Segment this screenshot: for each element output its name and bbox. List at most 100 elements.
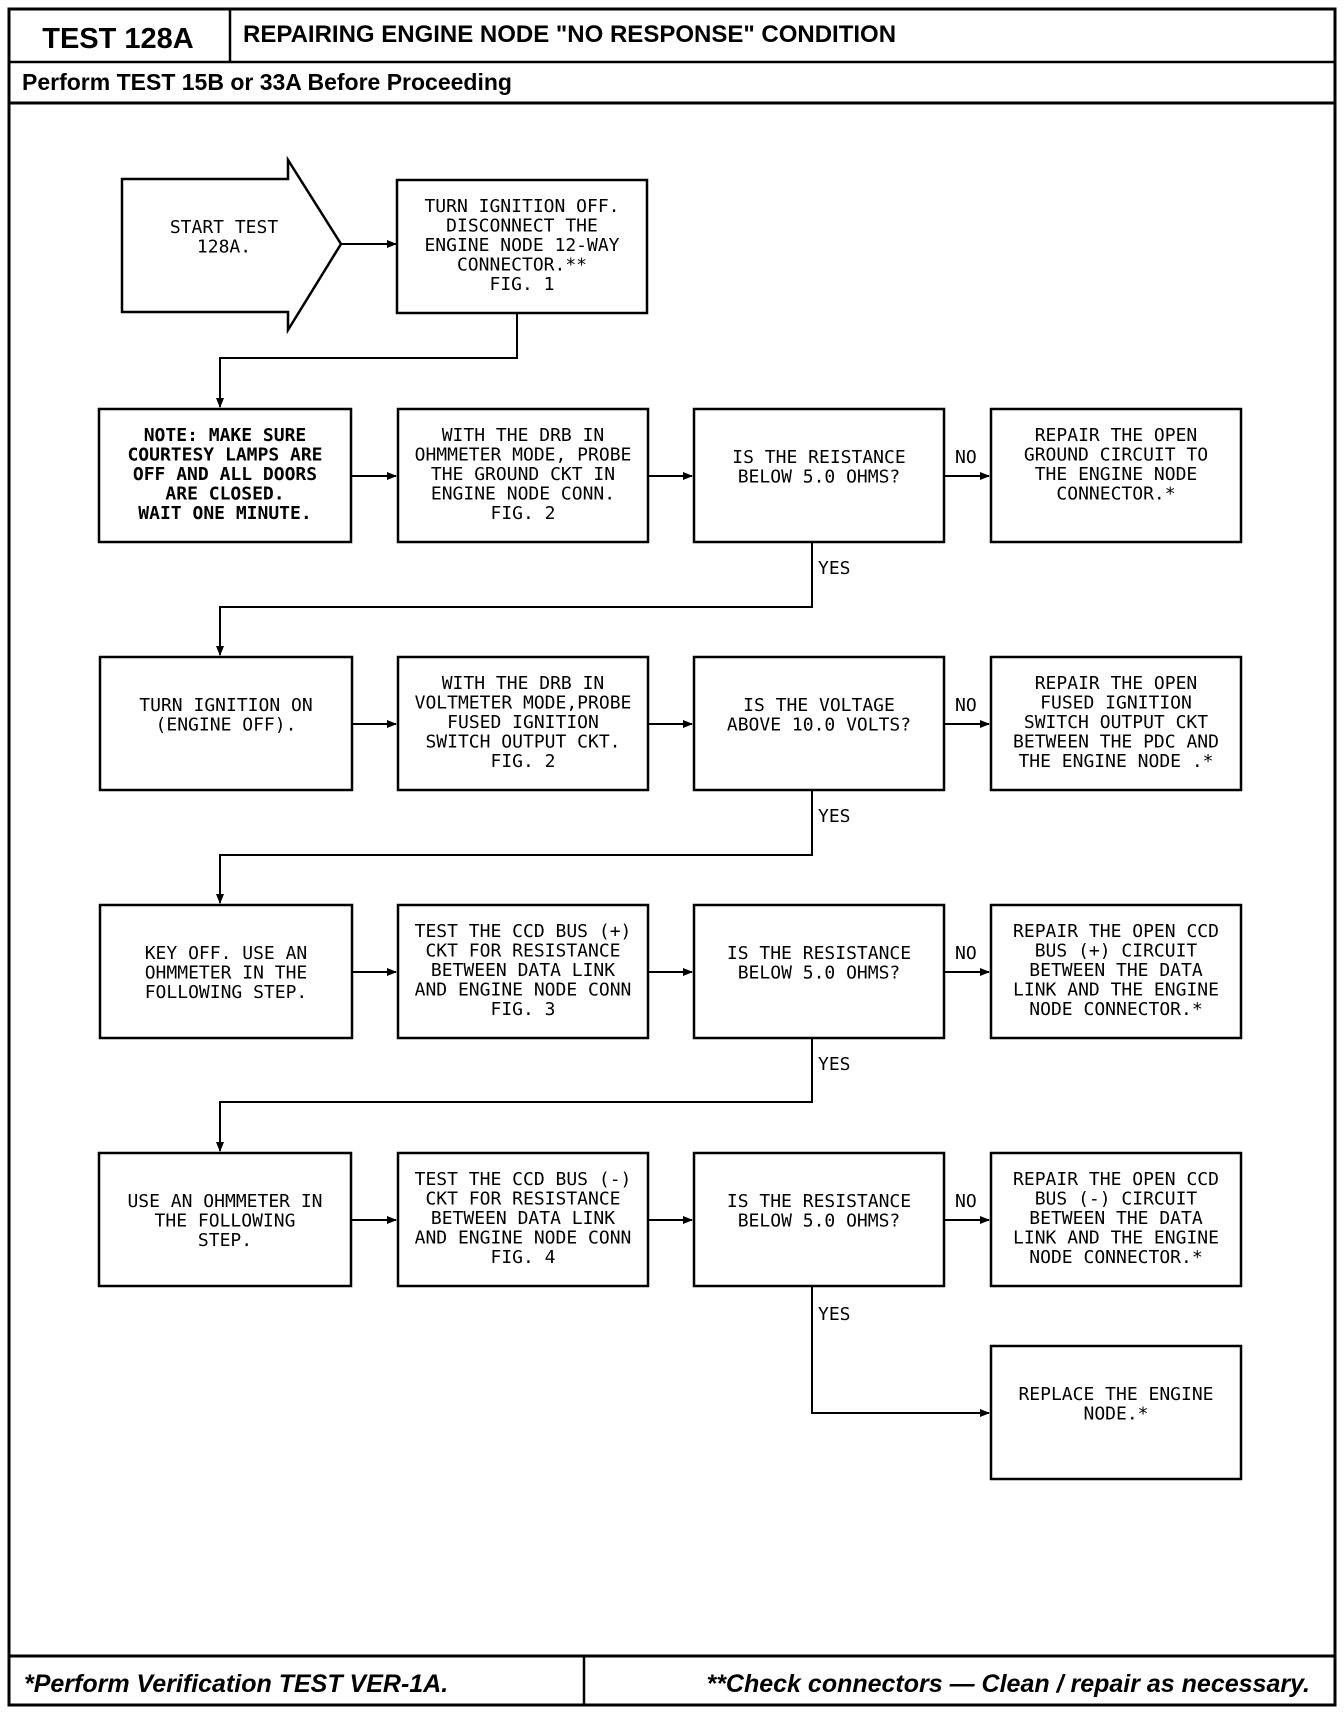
text-line: BETWEEN THE DATA — [1029, 960, 1203, 981]
verification-note: *Perform Verification TEST VER-1A. — [24, 1670, 448, 1698]
text-line: THE FOLLOWING — [155, 1211, 296, 1232]
text-line: ENGINE NODE 12-WAY — [424, 235, 619, 256]
repair-fused-ignition-box — [989, 655, 1243, 792]
text-line: REPAIR THE OPEN CCD — [1013, 921, 1219, 942]
text-line: THE ENGINE NODE — [1035, 464, 1198, 485]
repair-ccd-minus-box — [989, 1151, 1243, 1288]
text-line: IS THE RESISTANCE — [727, 943, 911, 964]
text-line: WAIT ONE MINUTE. — [138, 503, 311, 524]
text-line: FIG. 2 — [490, 751, 555, 772]
no-label: NO — [955, 1191, 977, 1212]
text-line: CONNECTOR.** — [457, 255, 587, 276]
text-line: IS THE RESISTANCE — [727, 1191, 911, 1212]
text-line: LINK AND THE ENGINE — [1013, 980, 1219, 1001]
text-line: WITH THE DRB IN — [442, 673, 605, 694]
text-line: TEST THE CCD BUS (-) — [415, 1169, 632, 1190]
text-line: OFF AND ALL DOORS — [133, 464, 317, 485]
text-line: NODE CONNECTOR.* — [1029, 999, 1202, 1020]
text-line: VOLTMETER MODE,PROBE — [415, 693, 632, 714]
ignition-on-text: TURN IGNITION ON(ENGINE OFF). — [139, 695, 312, 736]
text-line: BELOW 5.0 OHMS? — [738, 1211, 901, 1232]
text-line: FUSED IGNITION — [1040, 693, 1192, 714]
test-id: TEST 128A — [42, 23, 194, 55]
text-line: LINK AND THE ENGINE — [1013, 1228, 1219, 1249]
text-line: FIG. 4 — [490, 1247, 555, 1268]
text-line: STEP. — [198, 1230, 252, 1251]
text-line: CKT FOR RESISTANCE — [425, 1189, 620, 1210]
repair-ground-circuit-box — [989, 407, 1243, 544]
text-line: BETWEEN DATA LINK — [431, 1208, 615, 1229]
text-line: COURTESY LAMPS ARE — [127, 445, 322, 466]
start-arrow-shape — [120, 155, 343, 335]
text-line: FIG. 3 — [490, 999, 555, 1020]
page-border — [7, 7, 1337, 1707]
yes-label: YES — [818, 1054, 851, 1075]
text-line: (ENGINE OFF). — [156, 715, 297, 736]
text-line: FOLLOWING STEP. — [145, 982, 308, 1003]
text-line: AND ENGINE NODE CONN — [415, 1228, 632, 1249]
text-line: START TEST — [170, 217, 279, 238]
text-line: FIG. 2 — [490, 503, 555, 524]
text-line: IS THE VOLTAGE — [743, 695, 895, 716]
text-line: REPAIR THE OPEN — [1035, 425, 1198, 446]
text-line: BETWEEN THE PDC AND — [1013, 732, 1219, 753]
text-line: ARE CLOSED. — [165, 484, 284, 505]
text-line: THE ENGINE NODE .* — [1018, 751, 1213, 772]
text-line: BELOW 5.0 OHMS? — [738, 467, 901, 488]
text-line: KEY OFF. USE AN — [145, 943, 308, 964]
yes-label: YES — [818, 1304, 851, 1325]
text-line: FIG. 1 — [489, 274, 554, 295]
connector-note: **Check connectors — Clean / repair as n… — [706, 1670, 1310, 1698]
text-line: BETWEEN DATA LINK — [431, 960, 615, 981]
text-line: OHMMETER IN THE — [145, 963, 308, 984]
text-line: BELOW 5.0 OHMS? — [738, 963, 901, 984]
text-line: SWITCH OUTPUT CKT. — [425, 732, 620, 753]
text-line: NODE.* — [1083, 1404, 1148, 1425]
text-line: FUSED IGNITION — [447, 712, 599, 733]
text-line: IS THE REISTANCE — [732, 447, 905, 468]
yes-label: YES — [818, 558, 851, 579]
text-line: TEST THE CCD BUS (+) — [415, 921, 632, 942]
prerequisite-note: Perform TEST 15B or 33A Before Proceedin… — [22, 69, 512, 95]
text-line: WITH THE DRB IN — [442, 425, 605, 446]
footer: *Perform Verification TEST VER-1A. **Che… — [9, 1654, 1335, 1705]
connectors — [216, 240, 990, 1417]
header: TEST 128A REPAIRING ENGINE NODE "NO RESP… — [9, 9, 1335, 105]
text-line: ABOVE 10.0 VOLTS? — [727, 715, 911, 736]
text-line: BETWEEN THE DATA — [1029, 1208, 1203, 1229]
text-line: OHMMETER MODE, PROBE — [415, 445, 632, 466]
no-label: NO — [955, 943, 977, 964]
text-line: SWITCH OUTPUT CKT — [1024, 712, 1208, 733]
step-disconnect-connector-box — [395, 178, 649, 315]
text-line: NOTE: MAKE SURE — [144, 425, 307, 446]
repair-ccd-plus-box — [989, 903, 1243, 1040]
text-line: NODE CONNECTOR.* — [1029, 1247, 1202, 1268]
text-line: REPLACE THE ENGINE — [1018, 1384, 1213, 1405]
yes-label: YES — [818, 806, 851, 827]
text-line: AND ENGINE NODE CONN — [415, 980, 632, 1001]
no-label: NO — [955, 447, 977, 468]
replace-engine-node-box — [989, 1344, 1243, 1481]
text-line: REPAIR THE OPEN CCD — [1013, 1169, 1219, 1190]
text-line: TURN IGNITION OFF. — [424, 196, 619, 217]
text-line: GROUND CIRCUIT TO — [1024, 445, 1208, 466]
page-title: REPAIRING ENGINE NODE "NO RESPONSE" COND… — [243, 21, 896, 48]
text-line: 128A. — [197, 237, 251, 258]
text-line: BUS (+) CIRCUIT — [1035, 941, 1198, 962]
text-line: USE AN OHMMETER IN — [127, 1191, 322, 1212]
text-line: CONNECTOR.* — [1056, 484, 1175, 505]
text-line: CKT FOR RESISTANCE — [425, 941, 620, 962]
